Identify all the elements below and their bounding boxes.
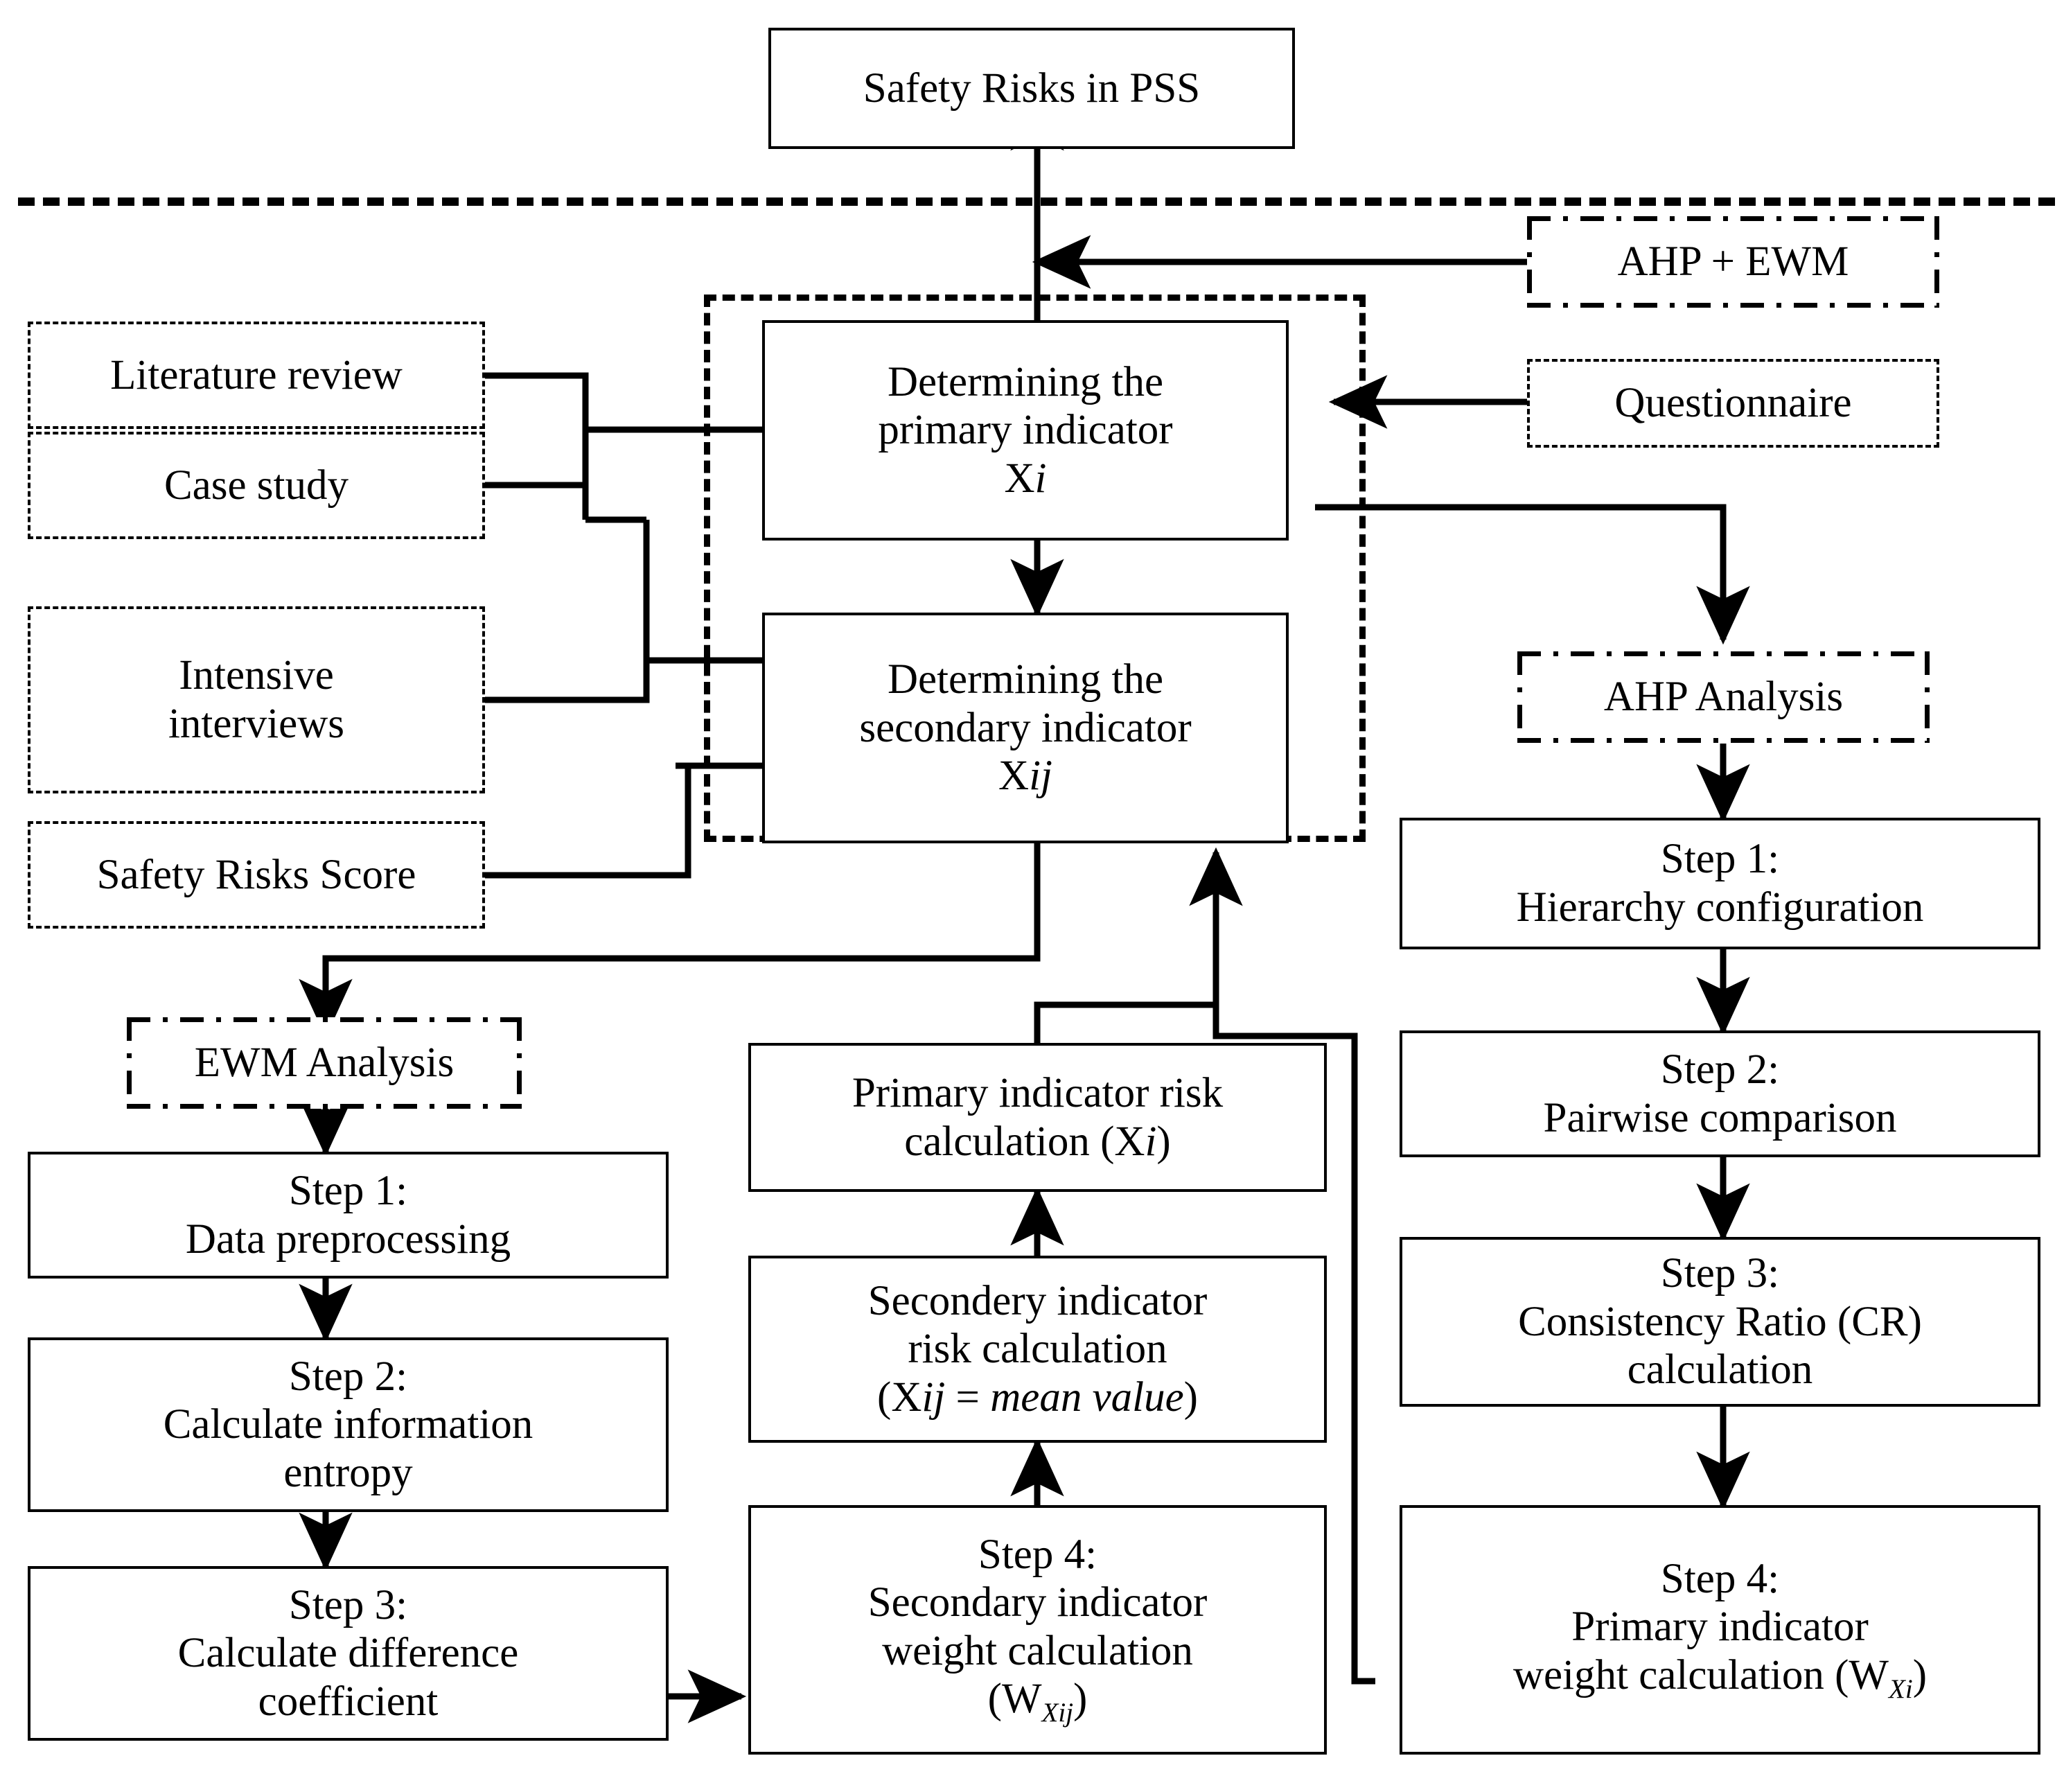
wire-ahp-step4-to-indicator-group xyxy=(1189,847,1375,1685)
source-box-case-study: Case study xyxy=(28,432,485,539)
primary-indicator-line2: primary indicator xyxy=(878,407,1173,454)
primary-indicator-symbol: Xi xyxy=(1004,455,1047,502)
source-literature-review-label: Literature review xyxy=(110,351,403,398)
primary-risk-line2: calculation (Xi) xyxy=(904,1118,1171,1165)
secondary-risk-line2: risk calculation xyxy=(908,1326,1167,1373)
section-divider xyxy=(18,197,2055,206)
ewm-step-3-head: Step 3: xyxy=(288,1581,408,1628)
box-determining-primary-indicator: Determining the primary indicator Xi xyxy=(762,320,1289,541)
center-step-4-box-secondary-indicator-weight: Step 4: Secondary indicator weight calcu… xyxy=(748,1505,1327,1755)
ahp-step-2-head: Step 2: xyxy=(1660,1046,1780,1093)
source-intensive-interviews-line2: interviews xyxy=(168,701,345,747)
box-primary-indicator-risk-calculation: Primary indicator risk calculation (Xi) xyxy=(748,1043,1327,1192)
tag-questionnaire: Questionnaire xyxy=(1527,359,1939,448)
primary-indicator-line1: Determining the xyxy=(887,358,1164,405)
tag-ahp-plus-ewm: AHP + EWM xyxy=(1527,216,1939,308)
tag-ewm-analysis-label: EWM Analysis xyxy=(194,1039,455,1087)
tag-ahp-analysis: AHP Analysis xyxy=(1517,651,1930,743)
secondary-risk-line1: Secondery indicator xyxy=(867,1277,1208,1324)
ewm-step-2-body-line1: Calculate information xyxy=(163,1401,533,1448)
ahp-step-3-body-line1: Consistency Ratio (CR) xyxy=(1518,1298,1922,1345)
source-intensive-interviews-line1: Intensive xyxy=(179,652,334,699)
ahp-step-4-head: Step 4: xyxy=(1660,1555,1780,1602)
ewm-step-3-box: Step 3: Calculate difference coefficient xyxy=(28,1566,669,1741)
ahp-step-1-head: Step 1: xyxy=(1660,836,1780,883)
tag-ewm-analysis: EWM Analysis xyxy=(127,1017,522,1109)
source-box-intensive-interviews: Intensive interviews xyxy=(28,606,485,793)
primary-risk-line1: Primary indicator risk xyxy=(852,1069,1224,1116)
secondary-risk-line3: (Xij = mean value) xyxy=(877,1373,1198,1421)
ewm-step-2-head: Step 2: xyxy=(288,1353,408,1400)
box-determining-secondary-indicator: Determining the secondary indicator Xij xyxy=(762,613,1289,843)
ewm-step-1-body: Data preprocessing xyxy=(185,1215,511,1263)
box-secondary-indicator-risk-calculation: Secondery indicator risk calculation (Xi… xyxy=(748,1256,1327,1443)
ewm-step-2-box: Step 2: Calculate information entropy xyxy=(28,1337,669,1512)
center-step-4-line1: Secondary indicator xyxy=(867,1579,1208,1626)
title-box-label: Safety Risks in PSS xyxy=(863,64,1201,112)
source-box-safety-risks-score: Safety Risks Score xyxy=(28,821,485,929)
tag-ahp-plus-ewm-label: AHP + EWM xyxy=(1617,238,1849,286)
tag-ahp-analysis-label: AHP Analysis xyxy=(1603,674,1844,721)
ahp-step-4-body-line1: Primary indicator xyxy=(1571,1604,1869,1651)
ewm-step-3-body-line2: coefficient xyxy=(258,1678,439,1725)
title-box-safety-risks-in-pss: Safety Risks in PSS xyxy=(768,28,1295,149)
ahp-step-3-box: Step 3: Consistency Ratio (CR) calculati… xyxy=(1400,1237,2040,1407)
source-case-study-label: Case study xyxy=(164,462,349,509)
secondary-indicator-symbol: Xij xyxy=(998,753,1052,800)
ahp-step-2-box: Step 2: Pairwise comparison xyxy=(1400,1030,2040,1157)
secondary-indicator-line2: secondary indicator xyxy=(859,704,1192,751)
tag-questionnaire-label: Questionnaire xyxy=(1614,380,1852,427)
ahp-step-4-body-line2: weight calculation (WXi) xyxy=(1512,1651,1928,1704)
center-step-4-line2: weight calculation xyxy=(882,1627,1193,1674)
source-box-literature-review: Literature review xyxy=(28,322,485,429)
wire-primary-to-ahp-analysis xyxy=(1315,504,1750,645)
secondary-indicator-line1: Determining the xyxy=(887,656,1164,703)
ahp-step-1-box: Step 1: Hierarchy configuration xyxy=(1400,818,2040,949)
ewm-step-3-body-line1: Calculate difference xyxy=(177,1630,519,1677)
ahp-step-1-body: Hierarchy configuration xyxy=(1516,884,1924,931)
center-step-4-head: Step 4: xyxy=(978,1531,1097,1578)
wire-secondary-to-ewm-analysis xyxy=(299,842,1041,1038)
ahp-step-4-box: Step 4: Primary indicator weight calcula… xyxy=(1400,1505,2040,1755)
source-safety-risks-score-label: Safety Risks Score xyxy=(96,851,416,898)
ewm-step-1-box: Step 1: Data preprocessing xyxy=(28,1152,669,1279)
ahp-step-3-body-line2: calculation xyxy=(1627,1346,1813,1394)
ewm-step-2-body-line2: entropy xyxy=(283,1449,413,1496)
ahp-step-2-body: Pairwise comparison xyxy=(1543,1094,1897,1141)
ewm-step-1-head: Step 1: xyxy=(288,1167,408,1214)
center-step-4-line3: (WXij) xyxy=(987,1676,1088,1728)
ahp-step-3-head: Step 3: xyxy=(1660,1250,1780,1297)
